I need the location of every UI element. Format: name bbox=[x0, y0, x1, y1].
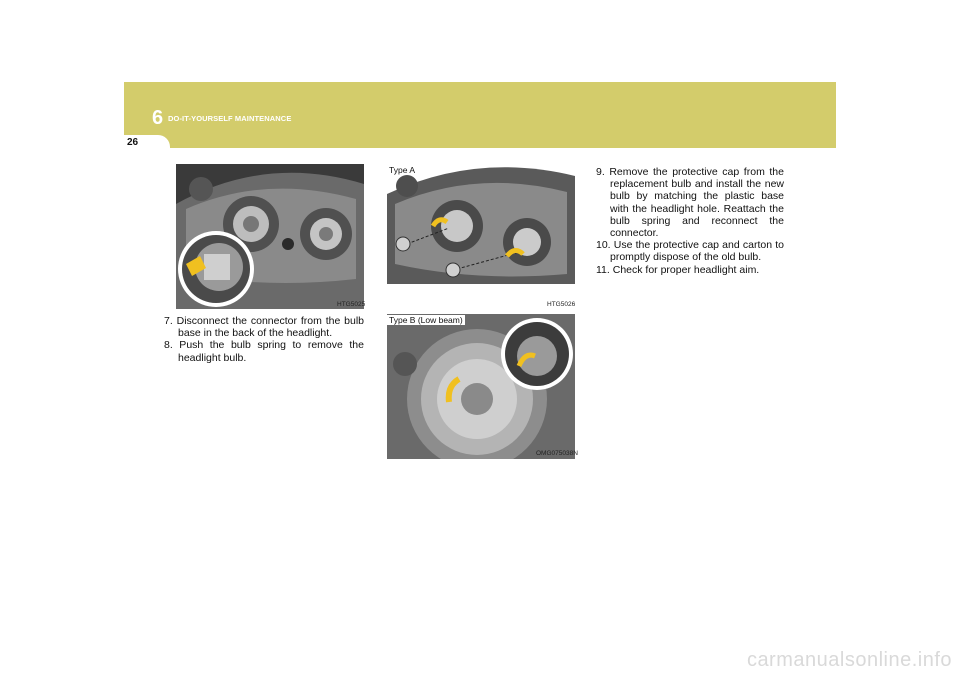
arrow-icon bbox=[445, 376, 461, 403]
headlight-rear-illustration bbox=[176, 164, 364, 309]
figure-label-type-a: Type A bbox=[387, 165, 417, 175]
step-9: 9. Remove the protective cap from the re… bbox=[596, 166, 784, 240]
arrow-icon bbox=[430, 217, 449, 228]
figure-label-type-b: Type B (Low beam) bbox=[387, 315, 465, 325]
watermark: carmanualsonline.info bbox=[746, 649, 952, 671]
figure-connector-removal bbox=[176, 164, 364, 309]
figure-code-1: HTG5025 bbox=[337, 301, 366, 308]
chapter-header-band bbox=[124, 82, 836, 148]
arrow-icon bbox=[186, 256, 206, 276]
step-8: 8. Push the bulb spring to remove the he… bbox=[164, 339, 364, 364]
figure-type-b bbox=[387, 314, 575, 459]
step-11: 11. Check for proper headlight aim. bbox=[596, 263, 760, 276]
chapter-number: 6 bbox=[152, 107, 164, 129]
chapter-title: DO-IT-YOURSELF MAINTENANCE bbox=[168, 114, 292, 123]
steps-left: 7. Disconnect the connector from the bul… bbox=[164, 315, 364, 364]
step-7: 7. Disconnect the connector from the bul… bbox=[164, 315, 364, 340]
page-number: 26 bbox=[127, 137, 139, 148]
step-10: 10. Use the protective cap and carton to… bbox=[596, 239, 784, 264]
headlight-type-b-illustration bbox=[387, 314, 575, 459]
page-number-tab bbox=[124, 135, 170, 151]
figure-type-a bbox=[387, 164, 575, 309]
figure-code-3: OMG075038N bbox=[536, 450, 578, 457]
headlight-type-a-illustration bbox=[387, 164, 575, 309]
steps-right: 9. Remove the protective cap from the re… bbox=[596, 166, 784, 276]
figure-code-2: HTG5026 bbox=[547, 301, 576, 308]
